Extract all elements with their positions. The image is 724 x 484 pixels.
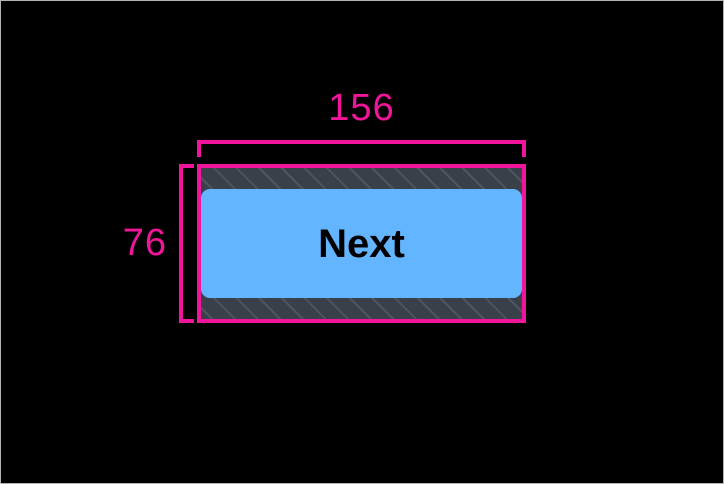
height-tick-bottom-icon bbox=[179, 319, 194, 323]
next-button-label: Next bbox=[318, 221, 405, 266]
padding-hatch-bottom bbox=[201, 298, 522, 319]
measured-element-outline: Next bbox=[197, 164, 526, 323]
width-tick-left-icon bbox=[197, 140, 201, 157]
height-tick-top-icon bbox=[179, 164, 194, 168]
height-bracket-line bbox=[179, 164, 183, 323]
width-bracket-line bbox=[197, 140, 526, 144]
next-button[interactable]: Next bbox=[201, 189, 522, 298]
padding-hatch-top bbox=[201, 168, 522, 189]
width-dimension-bracket bbox=[197, 140, 526, 160]
width-tick-right-icon bbox=[522, 140, 526, 157]
width-dimension-label: 156 bbox=[328, 87, 395, 129]
height-dimension-bracket bbox=[179, 164, 199, 323]
height-dimension-label: 76 bbox=[122, 222, 167, 264]
